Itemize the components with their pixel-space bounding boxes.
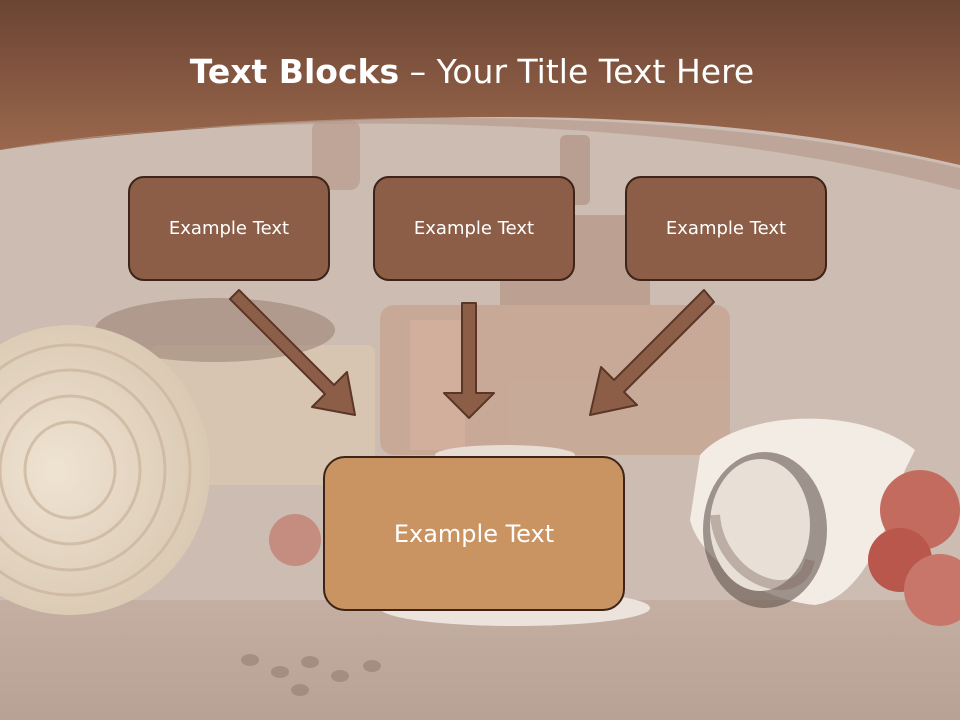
main-text-block[interactable]: Example Text (323, 456, 625, 611)
header-swoosh (0, 117, 960, 190)
text-block-1-label: Example Text (168, 218, 290, 239)
coffee-beans-image (241, 654, 381, 696)
title-rest: Your Title Text Here (436, 52, 755, 91)
title-bold: Text Blocks (189, 52, 400, 91)
text-block-3-label: Example Text (665, 218, 787, 239)
arrow-down-icon (443, 302, 495, 419)
arrow-down-right-icon (229, 289, 356, 416)
text-block-2-label: Example Text (413, 218, 535, 239)
title-dash: – (409, 52, 427, 91)
text-block-1[interactable]: Example Text (128, 176, 330, 281)
slide-title: Text Blocks – Your Title Text Here (0, 52, 944, 91)
text-block-2[interactable]: Example Text (373, 176, 575, 281)
header-band (0, 0, 960, 165)
mug-image (690, 418, 915, 608)
arrow-down-left-icon (589, 289, 715, 416)
main-text-block-label: Example Text (393, 519, 555, 548)
text-block-3[interactable]: Example Text (625, 176, 827, 281)
red-flowers-image (269, 470, 960, 626)
